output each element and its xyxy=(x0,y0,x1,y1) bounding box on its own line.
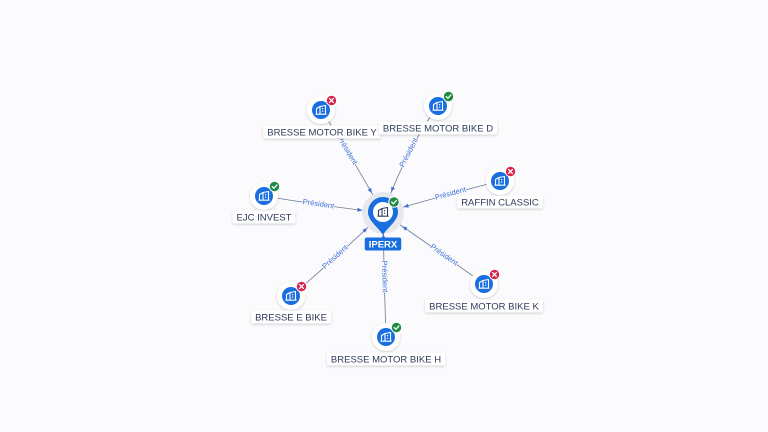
edge-label: Président xyxy=(302,197,336,211)
cross-badge-icon xyxy=(295,280,308,293)
company-building-icon xyxy=(377,206,389,217)
company-node-label: BRESSE E BIKE xyxy=(251,310,331,324)
check-badge-icon xyxy=(268,180,281,193)
company-node-label-text: BRESSE MOTOR BIKE H xyxy=(331,354,441,365)
company-node-label: BRESSE MOTOR BIKE Y xyxy=(263,125,381,139)
nodes-layer: BRESSE MOTOR BIKE Y BRESSE MOTOR BIKE D RA… xyxy=(232,90,543,366)
company-node[interactable]: RAFFIN CLASSIC xyxy=(457,165,543,209)
edge-arrow-icon xyxy=(402,226,408,231)
company-node[interactable]: EJC INVEST xyxy=(232,180,296,224)
cross-badge-icon xyxy=(504,165,517,178)
edge-label: Président xyxy=(380,260,390,293)
company-node[interactable]: BRESSE MOTOR BIKE D xyxy=(378,90,498,135)
company-node[interactable]: BRESSE MOTOR BIKE Y xyxy=(263,94,381,139)
edge-label: Président xyxy=(335,134,360,167)
cross-badge-icon xyxy=(325,94,338,107)
edge-label: Président xyxy=(429,242,461,268)
company-node-label: BRESSE MOTOR BIKE D xyxy=(378,121,498,135)
cross-badge-icon xyxy=(488,268,501,281)
check-badge-icon xyxy=(388,196,400,208)
center-node-label-text: IPERX xyxy=(369,239,398,250)
edge-label-text: Président xyxy=(380,261,390,294)
check-badge-icon xyxy=(442,90,455,103)
edge-label: Président xyxy=(320,242,350,271)
company-node[interactable]: BRESSE E BIKE xyxy=(251,280,331,324)
center-node-label: IPERX xyxy=(364,237,402,251)
company-node-label: BRESSE MOTOR BIKE K xyxy=(425,299,543,313)
edge-label: Président xyxy=(397,135,420,168)
edge-label-text: Président xyxy=(302,197,336,211)
center-inner xyxy=(373,202,393,222)
edge-label-text: Président xyxy=(320,242,350,271)
edge-label-text: Président xyxy=(429,242,461,268)
edge-arrow-icon xyxy=(362,227,368,233)
center-node[interactable]: IPERX xyxy=(362,192,404,251)
company-node-label: EJC INVEST xyxy=(232,210,296,224)
company-node-label-text: BRESSE MOTOR BIKE K xyxy=(429,301,539,312)
edge-label-text: Président xyxy=(397,135,420,168)
edge-arrow-icon xyxy=(381,233,386,239)
company-node[interactable]: BRESSE MOTOR BIKE K xyxy=(425,268,543,313)
company-node-label-text: EJC INVEST xyxy=(237,212,292,223)
company-node-label-text: BRESSE E BIKE xyxy=(255,312,327,323)
edge-label-text: Président xyxy=(335,134,360,167)
company-node-label-text: BRESSE MOTOR BIKE D xyxy=(383,123,493,134)
company-node-label-text: BRESSE MOTOR BIKE Y xyxy=(267,127,377,138)
edge-arrow-icon xyxy=(391,186,395,193)
company-node-label-text: RAFFIN CLASSIC xyxy=(461,197,539,208)
edge-arrow-icon xyxy=(403,203,409,208)
check-badge-icon xyxy=(390,321,403,334)
company-node[interactable]: BRESSE MOTOR BIKE H xyxy=(326,321,446,366)
edge-arrow-icon xyxy=(357,207,363,212)
company-node-label: BRESSE MOTOR BIKE H xyxy=(326,352,446,366)
edge-arrow-icon xyxy=(367,187,372,194)
company-node-label: RAFFIN CLASSIC xyxy=(457,195,543,209)
